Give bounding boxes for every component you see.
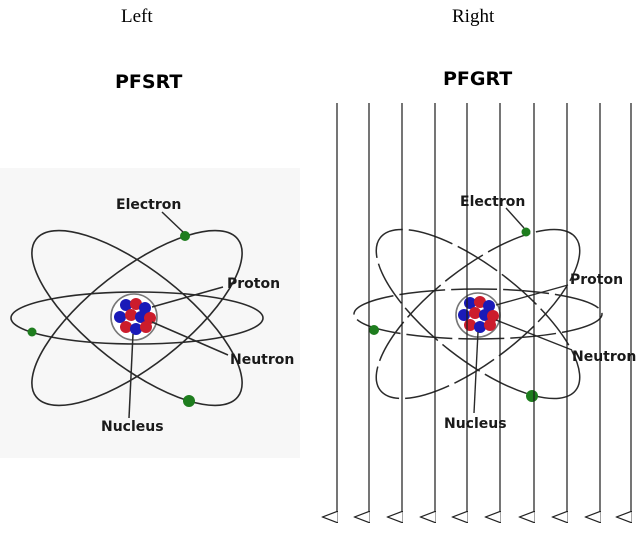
left-neutron (114, 311, 126, 323)
right-label-nucleus: Nucleus (444, 416, 507, 432)
left-electron-top (180, 231, 190, 241)
right-neutron (474, 321, 486, 333)
right-proton (484, 319, 496, 331)
right-electron-top (522, 228, 531, 237)
right-label-neutron: Neutron (572, 349, 636, 365)
left-proton (120, 321, 132, 333)
left-label-nucleus: Nucleus (101, 419, 164, 435)
right-proton (464, 319, 476, 331)
left-label-neutron: Neutron (230, 352, 294, 368)
right-electron-left (369, 325, 379, 335)
left-atom-panel: Electron Proton Neutron Nucleus (0, 168, 300, 458)
left-label-electron: Electron (116, 197, 181, 213)
left-proton (125, 309, 137, 321)
left-label-proton: Proton (227, 276, 280, 292)
left-nucleus (111, 294, 157, 340)
left-electron-bottom (183, 395, 195, 407)
left-neutron (130, 323, 142, 335)
left-proton (140, 321, 152, 333)
left-electron-left (28, 328, 37, 337)
right-label-proton: Proton (570, 272, 623, 288)
right-electron-bottom (526, 390, 538, 402)
right-proton (469, 307, 481, 319)
right-atom-panel: Electron Proton Neutron Nucleus (337, 103, 636, 517)
right-pointer-electron (506, 208, 524, 228)
right-neutron (458, 309, 470, 321)
right-nucleus (456, 293, 500, 337)
right-label-electron: Electron (460, 194, 525, 210)
